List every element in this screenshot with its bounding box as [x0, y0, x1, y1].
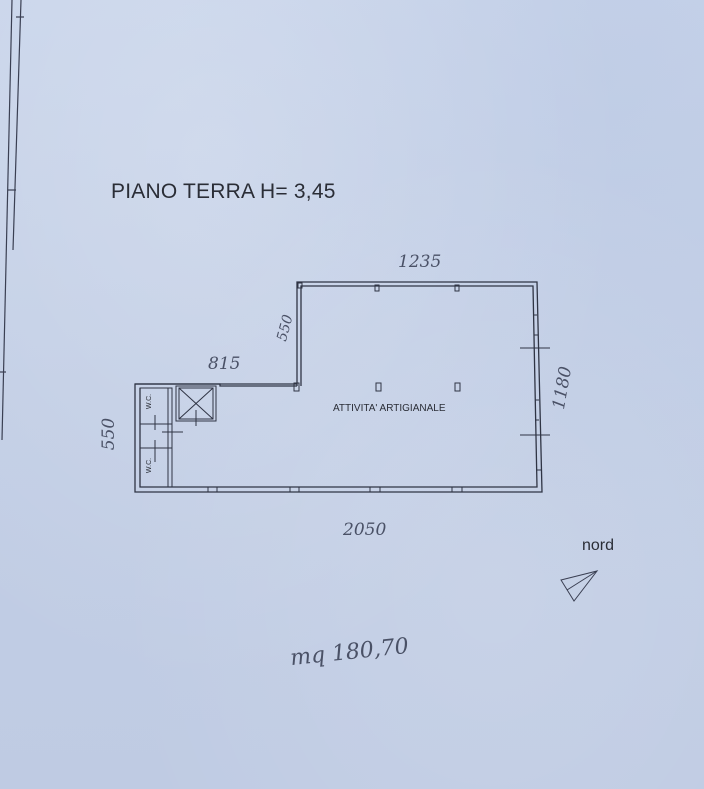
- room-label: ATTIVITA' ARTIGIANALE: [333, 403, 446, 414]
- dim-step-width: 815: [208, 354, 241, 374]
- dim-left-height: 550: [99, 417, 120, 451]
- right-window-marks: [520, 314, 550, 471]
- floor-title: PIANO TERRA H= 3,45: [111, 180, 336, 203]
- north-arrow-icon: [560, 570, 599, 602]
- service-block: [139, 387, 183, 488]
- crossed-box-icon: [175, 385, 217, 426]
- pillars: [293, 282, 461, 392]
- bottom-window-marks: [207, 487, 463, 492]
- dim-bottom-width: 2050: [343, 520, 387, 540]
- margin-lines: [0, 0, 24, 441]
- wc-label-1: W.C.: [146, 393, 154, 410]
- dim-top-width: 1235: [398, 252, 442, 272]
- wc-label-2: W.C.: [146, 457, 154, 474]
- north-label: nord: [582, 537, 615, 554]
- outer-walls: [134, 281, 543, 493]
